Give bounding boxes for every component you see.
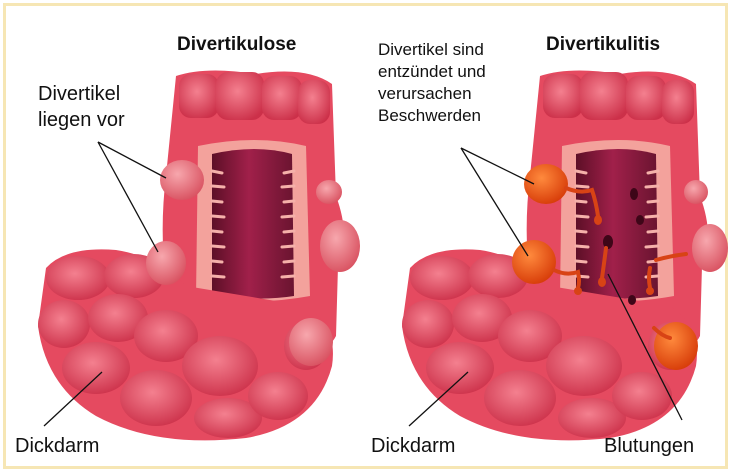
- diverticulum-left-5: [289, 318, 333, 366]
- inflamed-diverticulum-2: [512, 240, 556, 284]
- diagram-artwork: [6, 6, 731, 472]
- diverticulum-left-4: [320, 220, 360, 272]
- diverticulum-right-3: [684, 180, 708, 204]
- label-dickdarm-left: Dickdarm: [15, 434, 99, 458]
- diverticulum-left-2: [146, 241, 186, 285]
- label-dickdarm-right: Dickdarm: [371, 434, 455, 458]
- diagram-frame: Divertikulose Divertikel liegen vor Dick…: [3, 3, 728, 469]
- panel-title-divertikulitis: Divertikulitis: [546, 33, 660, 57]
- diverticulum-right-4: [692, 224, 728, 272]
- callout-diverticula-inflamed: Divertikel sind entzündet und verursache…: [378, 39, 538, 127]
- panel-title-divertikulose: Divertikulose: [177, 33, 296, 57]
- diverticulum-left-1: [160, 160, 204, 200]
- inflamed-diverticulum-5: [654, 322, 698, 370]
- inflamed-diverticulum-1: [524, 164, 568, 204]
- label-blutungen: Blutungen: [604, 434, 694, 458]
- callout-diverticula-present: Divertikel liegen vor: [38, 81, 178, 133]
- diverticulum-left-3: [316, 180, 342, 204]
